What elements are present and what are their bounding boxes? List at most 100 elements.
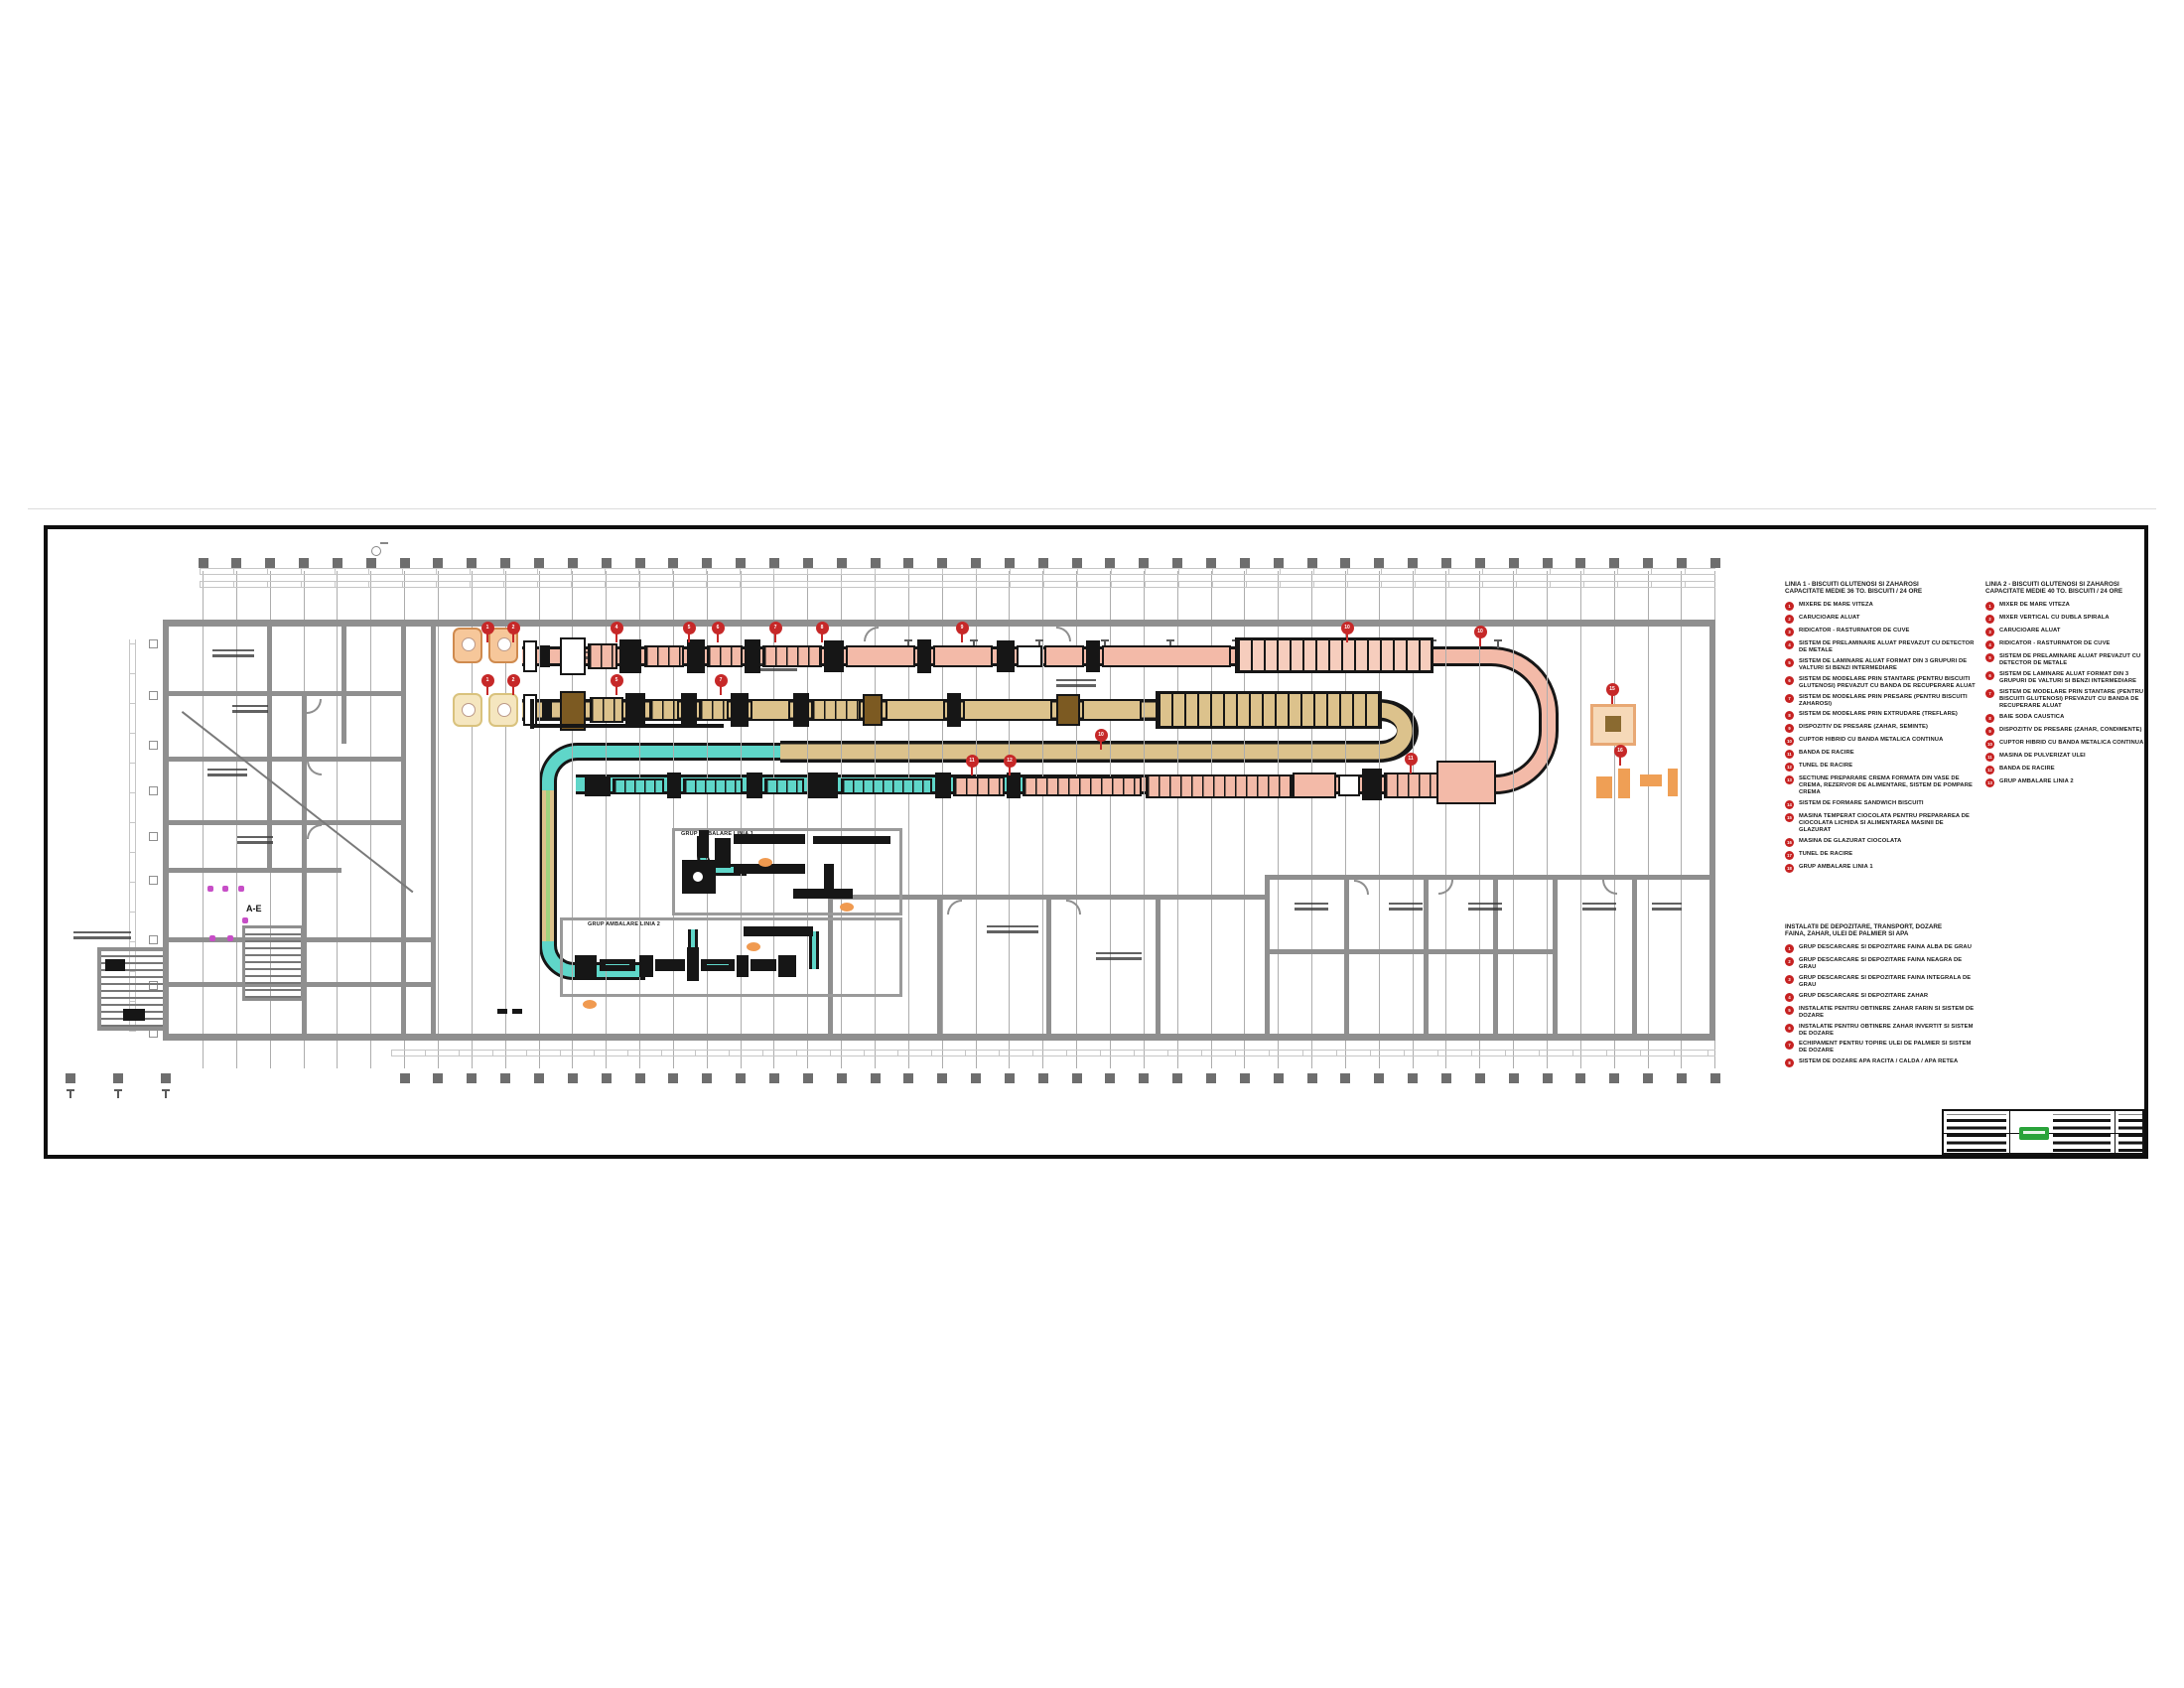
equipment-line1-return [1293, 773, 1336, 798]
grid-column-line [706, 571, 708, 1068]
column-marker-top [1474, 558, 1485, 568]
legend-bullet: 11 [1785, 750, 1794, 760]
wall-segment [163, 1034, 1715, 1041]
column-marker-top [1643, 558, 1654, 568]
legend-bullet: 15 [1785, 813, 1794, 823]
column-marker-top [802, 558, 813, 568]
wall-segment [341, 625, 346, 744]
grid-column-line [1613, 571, 1615, 1068]
marker-blob [747, 942, 760, 951]
column-marker-bottom [1508, 1073, 1519, 1083]
column-marker-bottom [1004, 1073, 1015, 1083]
legend-item-text: ECHIPAMENT PENTRU TOPIRE ULEI DE PALMIER… [1799, 1041, 1972, 1055]
column-marker-bottom [937, 1073, 948, 1083]
column-marker-top [467, 558, 478, 568]
column-marker-bottom [601, 1073, 612, 1083]
column-marker-bottom [500, 1073, 511, 1083]
room-label [1468, 903, 1502, 911]
balloon-marker: 7 [714, 673, 728, 695]
legend-bullet: 7 [1785, 693, 1794, 703]
column-marker-bottom [1643, 1073, 1654, 1083]
equipment-line1 [824, 640, 844, 672]
legend-installations: INSTALATII DE DEPOZITARE, TRANSPORT, DOZ… [1785, 923, 1976, 1071]
mixer-line1 [453, 628, 482, 663]
equipment-packing [751, 959, 776, 971]
column-marker-bottom [66, 1073, 75, 1083]
grid-column-line [538, 571, 540, 1068]
column-marker-top [1139, 558, 1150, 568]
grid-column-line [370, 571, 372, 1068]
column-marker-bottom [1071, 1073, 1082, 1083]
grid-column-line [639, 571, 641, 1068]
utility-symbol [1166, 639, 1174, 648]
scale-mark [497, 1009, 507, 1014]
marker-blob [583, 1000, 597, 1009]
grid-column-line [471, 571, 473, 1068]
room-label [1056, 679, 1096, 687]
column-marker-bottom [1440, 1073, 1451, 1083]
balloon-marker: 1 [480, 621, 494, 642]
column-marker-top [1037, 558, 1048, 568]
legend-item-text: SISTEM DE FORMARE SANDWICH BISCUITI [1799, 800, 1924, 807]
grid-column-line [606, 571, 608, 1068]
column-marker-bottom [1105, 1073, 1116, 1083]
room-label [1582, 903, 1616, 911]
equipment-line1 [588, 643, 617, 669]
legend-bullet: 6 [1785, 1023, 1794, 1033]
legend-bullet: 2 [1785, 956, 1794, 966]
equipment-line1 [1044, 645, 1084, 667]
column-marker-top [567, 558, 578, 568]
equipment-packing [737, 955, 749, 977]
stair-landing [123, 1009, 145, 1021]
packing-group-line1-label: GRUP AMBALARE LINIA 1 [681, 831, 754, 837]
legend-item-text: SISTEM DE LAMINARE ALUAT FORMAT DIN 3 GR… [1999, 670, 2137, 684]
grid-column-line [437, 571, 439, 1068]
equipment-packing [575, 955, 597, 977]
column-marker-bottom [634, 1073, 645, 1083]
legend-item-text: DISPOZITIV DE PRESARE (ZAHAR, SEMINTE) [1799, 724, 1929, 731]
utility-symbol [904, 639, 912, 648]
survey-symbol [371, 546, 381, 556]
equipment-line1-return [585, 776, 611, 796]
legend-item-text: SISTEM DE MODELARE PRIN EXTRUDARE (TREFL… [1799, 711, 1958, 718]
equipment-line1 [917, 639, 931, 673]
room-label [1295, 903, 1328, 911]
column-marker-top [198, 558, 208, 568]
column-marker-top [500, 558, 511, 568]
column-tick [114, 1089, 122, 1098]
grid-column-line [807, 571, 809, 1068]
legend-bullet: 6 [1785, 675, 1794, 685]
legend-bullet: 14 [1785, 800, 1794, 810]
equipment-line2 [863, 694, 883, 726]
equipment-line2 [731, 693, 749, 727]
legend-item-text: GRUP AMBALARE LINIA 1 [1799, 864, 1873, 871]
grid-column-line [1412, 571, 1414, 1068]
legend-item-text: MASINA DE GLAZURAT CIOCOLATA [1799, 838, 1902, 845]
column-marker-bottom [1609, 1073, 1620, 1083]
balloon-marker: 10 [1473, 625, 1487, 646]
legend-line-2-title: LINIA 2 - BISCUITI GLUTENOSI SI ZAHAROSI… [1985, 581, 2123, 596]
legend-bullet: 4 [1785, 992, 1794, 1002]
balloon-marker: 8 [815, 621, 829, 642]
column-marker-bottom [668, 1073, 679, 1083]
legend-item-text: SISTEM DE MODELARE PRIN STANTARE (PENTRU… [1999, 688, 2144, 709]
room-label [212, 649, 254, 657]
legend-item-text: CARUCIOARE ALUAT [1799, 614, 1860, 621]
equipment-line1-return [841, 778, 932, 794]
legend-item-text: BANDA DE RACIRE [1799, 750, 1854, 757]
floor-plan: GRUP AMBALARE LINIA 1 GRUP AMBALARE LINIA… [4, 4, 2184, 1688]
mixer-line2 [488, 693, 518, 727]
equipment-line1 [707, 645, 743, 667]
